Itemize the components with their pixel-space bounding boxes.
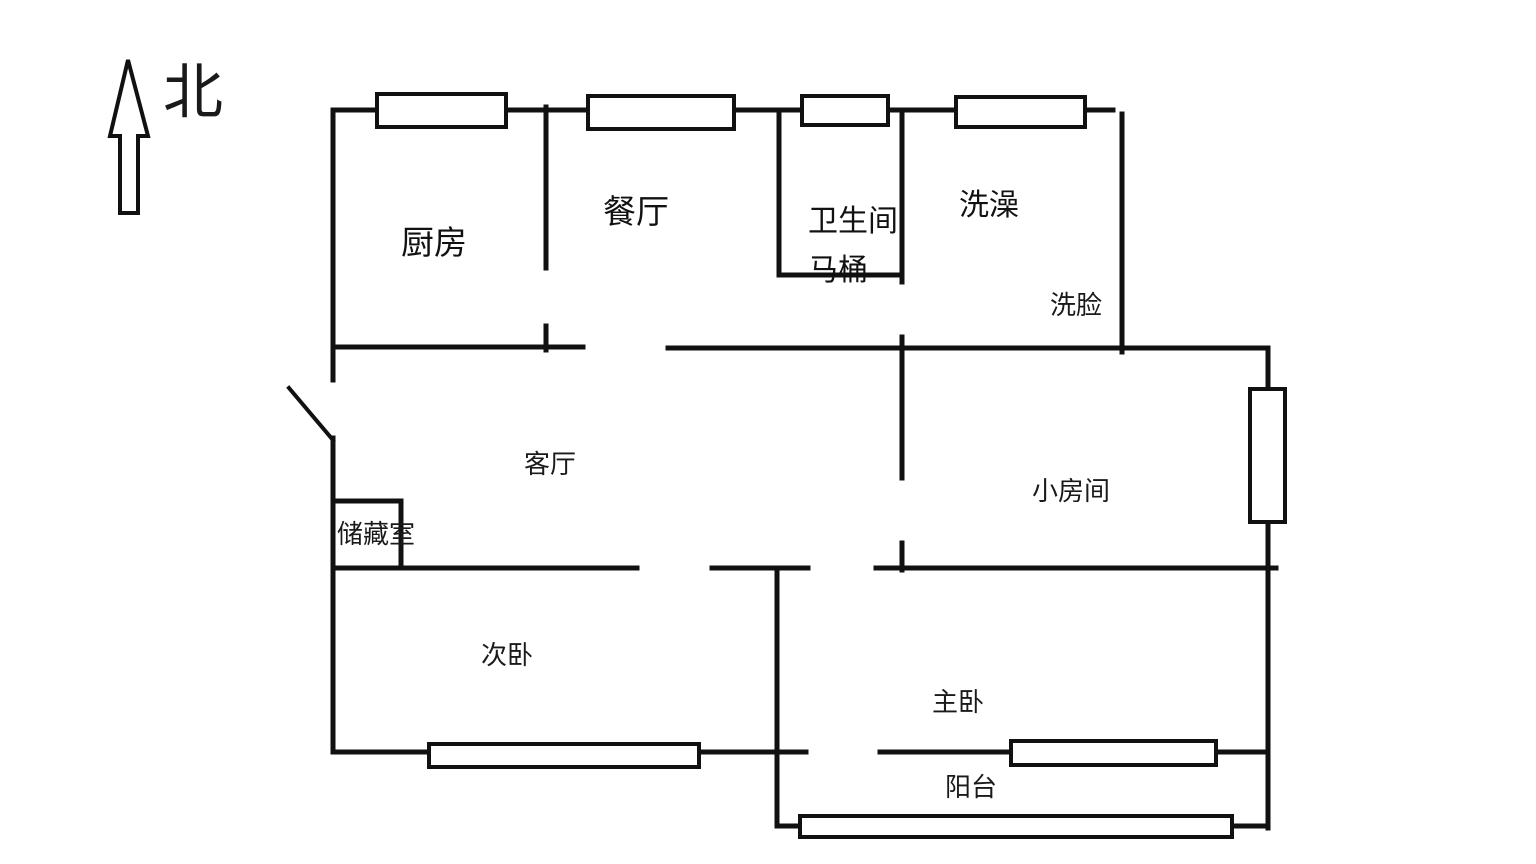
windows <box>375 92 1287 839</box>
window-master-bedroom <box>1009 739 1218 767</box>
walls <box>286 104 1279 831</box>
room-label-storage: 储藏室 <box>337 520 416 550</box>
north-arrow-icon <box>107 59 151 215</box>
room-label-shower: 洗澡 <box>959 188 1019 223</box>
window-toilet <box>800 94 890 127</box>
compass-label: 北 <box>163 58 223 128</box>
room-label-washbasin: 洗脸 <box>1050 291 1103 321</box>
window-second-bedroom <box>427 742 701 769</box>
room-label-living: 客厅 <box>524 450 577 480</box>
window-kitchen <box>375 92 508 129</box>
room-label-toilet: 卫生间 <box>808 204 898 239</box>
room-label-balcony: 阳台 <box>945 773 998 803</box>
window-small-room <box>1248 387 1287 524</box>
window-dining <box>586 94 736 131</box>
room-label-dining: 餐厅 <box>603 192 669 231</box>
room-label-kitchen: 厨房 <box>401 223 467 262</box>
window-shower <box>954 95 1087 129</box>
window-balcony <box>798 814 1234 839</box>
room-label-toilet-fixture: 马桶 <box>808 253 868 288</box>
room-label-second-bedroom: 次卧 <box>481 641 534 671</box>
room-label-small-room: 小房间 <box>1032 477 1111 507</box>
room-label-master-bedroom: 主卧 <box>932 688 985 718</box>
